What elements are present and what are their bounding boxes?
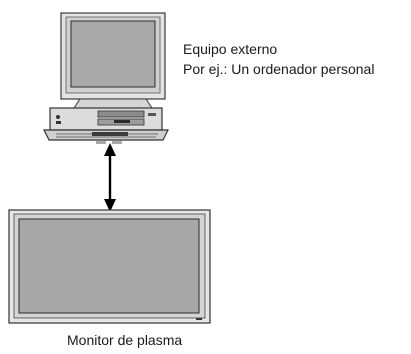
external-device-example: Por ej.: Un ordenador personal bbox=[183, 61, 375, 77]
plasma-monitor-icon bbox=[8, 209, 211, 324]
bidirectional-arrow-icon bbox=[104, 143, 116, 212]
desktop-computer-icon bbox=[43, 12, 169, 144]
external-device-title: Equipo externo bbox=[183, 41, 278, 57]
plasma-monitor-label: Monitor de plasma bbox=[67, 332, 183, 348]
